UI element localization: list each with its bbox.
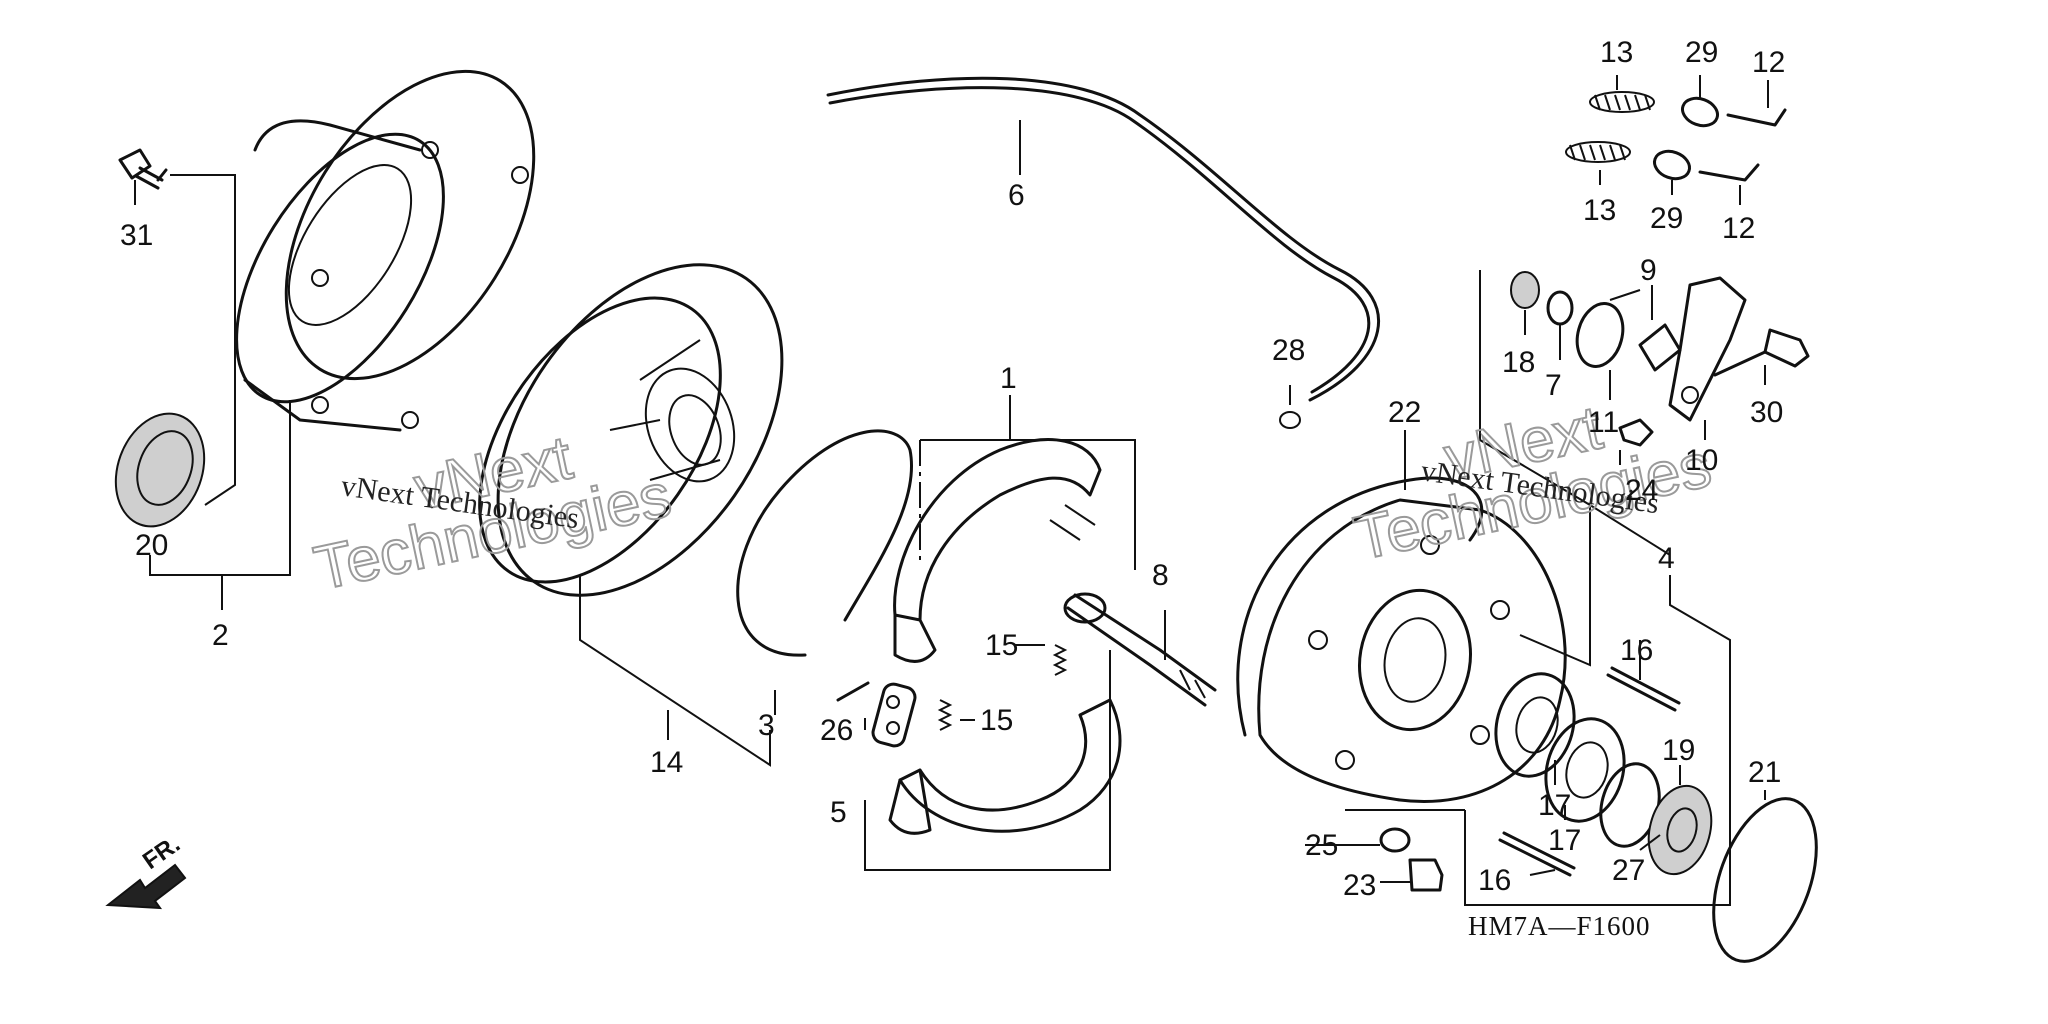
callout-29-bottom: 29 <box>1650 202 1683 235</box>
callout-24: 24 <box>1625 474 1658 507</box>
callout-1: 1 <box>1000 362 1017 395</box>
callout-12-top: 12 <box>1752 46 1785 79</box>
part-12-pin-bottom <box>1698 163 1760 182</box>
callout-5: 5 <box>830 796 847 829</box>
leader-lines <box>134 75 1769 906</box>
callout-12-bottom: 12 <box>1722 212 1755 245</box>
part-20-oil-seal <box>114 412 206 528</box>
callout-11: 11 <box>1588 406 1619 439</box>
part-11-return-spring <box>1575 289 1641 368</box>
part-1-brake-shoe-upper <box>893 438 1102 663</box>
part-13-spring-top <box>1589 91 1655 113</box>
callout-17-left: 17 <box>1538 789 1571 822</box>
part-6-breather-hose <box>826 76 1380 402</box>
callout-15-upper: 15 <box>985 629 1018 662</box>
callout-30: 30 <box>1750 396 1783 429</box>
part-25-washer <box>1379 827 1411 853</box>
callout-29-top: 29 <box>1685 36 1718 69</box>
callout-16-lower: 16 <box>1478 864 1511 897</box>
callout-28: 28 <box>1272 334 1305 367</box>
part-17-bearing-left <box>1494 672 1576 778</box>
callout-13-top: 13 <box>1600 36 1633 69</box>
part-13-spring-bottom <box>1565 141 1631 163</box>
callout-3: 3 <box>758 709 775 742</box>
callout-27: 27 <box>1612 854 1645 887</box>
part-21-o-ring <box>1712 797 1818 963</box>
part-18-seal <box>1510 271 1540 309</box>
callout-2: 2 <box>212 619 229 652</box>
part-24-nut <box>1618 418 1654 447</box>
part-14-brake-hub <box>478 263 784 597</box>
callout-14: 14 <box>650 746 683 779</box>
callout-6: 6 <box>1008 179 1025 212</box>
part-28-clip <box>1279 411 1301 429</box>
callout-25: 25 <box>1305 829 1338 862</box>
part-9-indicator-plate <box>1638 323 1682 372</box>
callout-26: 26 <box>820 714 853 747</box>
callout-labels: 1 2 3 4 5 6 7 8 9 10 11 12 12 13 13 14 1… <box>120 36 1785 902</box>
part-5-plate <box>871 682 917 748</box>
front-direction-arrow: FR. <box>105 831 187 910</box>
callout-21: 21 <box>1748 756 1781 789</box>
callout-10: 10 <box>1685 444 1718 477</box>
part-16-stud-upper <box>1606 666 1681 712</box>
part-29-collar-bottom <box>1653 149 1691 181</box>
part-17-bearing-right <box>1544 717 1626 823</box>
part-8-cam-shaft <box>1063 592 1217 707</box>
part-15-spring-upper <box>1052 644 1068 676</box>
callout-20: 20 <box>135 529 168 562</box>
part-3-snap-ring <box>736 429 913 657</box>
part-12-pin-top <box>1726 108 1787 127</box>
callout-7: 7 <box>1545 369 1562 402</box>
part-15-spring-lower <box>937 699 953 731</box>
callout-23: 23 <box>1343 869 1376 902</box>
part-10-brake-arm <box>1668 276 1747 422</box>
callout-18: 18 <box>1502 346 1535 379</box>
part-30-bolt <box>1713 328 1810 377</box>
part-4-brake-panel <box>1257 498 1567 803</box>
callout-16-upper: 16 <box>1620 634 1653 667</box>
part-26-pin <box>836 681 870 702</box>
callout-15-lower: 15 <box>980 704 1013 737</box>
part-31-bolt <box>118 148 168 190</box>
part-16-stud-lower <box>1498 831 1576 877</box>
part-22-gasket <box>1236 476 1484 737</box>
callout-19: 19 <box>1662 734 1695 767</box>
diagram-code: HM7A—F1600 <box>1468 911 1651 941</box>
watermark: vNext Technologies vNext Technologies vN… <box>308 392 1718 604</box>
callout-13-bottom: 13 <box>1583 194 1616 227</box>
part-2-brake-drum <box>235 69 536 432</box>
callout-4: 4 <box>1658 542 1675 575</box>
callout-17-right: 17 <box>1548 824 1581 857</box>
callout-8: 8 <box>1152 559 1169 592</box>
callout-31: 31 <box>120 219 153 252</box>
part-23-bolt <box>1408 858 1444 892</box>
part-29-collar-top <box>1681 96 1719 128</box>
callout-9: 9 <box>1640 254 1657 287</box>
part-7-washer <box>1546 290 1574 326</box>
callout-22: 22 <box>1388 396 1421 429</box>
part-19-seal <box>1647 784 1713 876</box>
